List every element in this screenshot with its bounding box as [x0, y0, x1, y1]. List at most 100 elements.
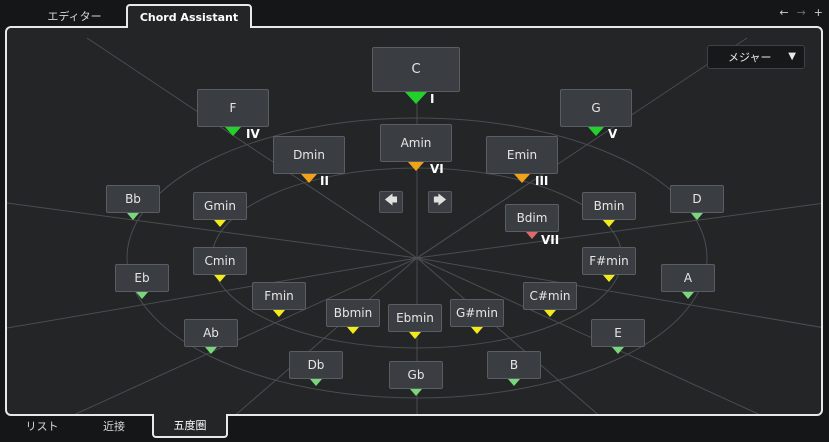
degree-IV: IV — [246, 127, 260, 141]
chord-marker-icon — [273, 310, 285, 317]
chord-label: Bdim — [516, 211, 548, 225]
chord-marker-icon — [136, 292, 148, 299]
chord-Amin[interactable]: Amin — [380, 124, 452, 162]
rotate-right-button[interactable]: 🡆 — [428, 191, 452, 213]
dim-marker-icon — [526, 232, 538, 239]
chord-Bdim[interactable]: Bdim — [505, 204, 559, 232]
chord-marker-icon — [214, 220, 226, 227]
degree-II: II — [320, 174, 329, 188]
degree-VII: VII — [541, 233, 560, 247]
chord-label: Eb — [134, 271, 150, 285]
chord-label: Gmin — [204, 199, 236, 213]
chord-marker-icon — [214, 275, 226, 282]
chord-Bb[interactable]: Bb — [106, 185, 160, 213]
chord-marker-icon — [409, 332, 421, 339]
chord-label: Ab — [203, 326, 219, 340]
back-arrow-icon[interactable]: ← — [779, 6, 789, 19]
chord-label: Gb — [407, 368, 425, 382]
degree-III: III — [535, 174, 549, 188]
chord-marker-icon — [603, 220, 615, 227]
chord-Emin[interactable]: Emin — [486, 136, 558, 174]
chord-label: C — [411, 62, 421, 77]
chord-D[interactable]: D — [670, 185, 724, 213]
mode-dropdown[interactable]: メジャー ▼ — [707, 45, 805, 69]
tab-editor[interactable]: エディター — [47, 10, 102, 23]
chord-label: Dmin — [293, 148, 325, 162]
minor-marker-icon — [514, 174, 530, 183]
chord-label: Db — [307, 358, 325, 372]
arrow-right-icon: 🡆 — [433, 193, 447, 208]
chord-Bbmin[interactable]: Bbmin — [326, 299, 380, 327]
nav-icons: ← → + — [779, 6, 823, 19]
chord-label: Amin — [400, 136, 432, 150]
chord-label: Emin — [506, 148, 538, 162]
tab-circle-of-fifths[interactable]: 五度圏 — [152, 414, 228, 438]
chord-Cmin[interactable]: Cmin — [193, 247, 247, 275]
add-icon[interactable]: + — [813, 6, 823, 19]
bottom-tab-bar: リスト 近接 五度圏 — [0, 414, 829, 442]
chord-Gsmin[interactable]: G#min — [450, 299, 504, 327]
chord-label: B — [509, 358, 519, 372]
chord-Dmin[interactable]: Dmin — [273, 136, 345, 174]
minor-marker-icon — [408, 162, 424, 171]
chord-Fmin[interactable]: Fmin — [252, 282, 306, 310]
chord-marker-icon — [544, 310, 556, 317]
chord-marker-icon — [612, 347, 624, 354]
chord-A[interactable]: A — [661, 264, 715, 292]
chevron-down-icon: ▼ — [788, 51, 796, 62]
chord-Bmin[interactable]: Bmin — [582, 192, 636, 220]
chord-marker-icon — [347, 327, 359, 334]
forward-arrow-icon[interactable]: → — [796, 6, 806, 19]
chord-F[interactable]: F — [197, 89, 269, 127]
chord-label: G — [591, 101, 601, 115]
chord-G[interactable]: G — [560, 89, 632, 127]
tab-chord-assistant[interactable]: Chord Assistant — [126, 4, 252, 28]
chord-label: Ebmin — [396, 311, 434, 325]
chord-marker-icon — [410, 389, 422, 396]
chord-label: Bmin — [593, 199, 625, 213]
chord-label: E — [614, 326, 622, 340]
degree-VI: VI — [430, 162, 444, 176]
chord-B[interactable]: B — [487, 351, 541, 379]
chord-label: C#min — [529, 289, 571, 303]
arrow-left-icon: 🡄 — [384, 193, 398, 208]
top-tab-bar: エディター Chord Assistant ← → + — [0, 0, 829, 28]
chord-label: F — [229, 101, 237, 115]
chord-label: A — [683, 271, 693, 285]
mode-value: メジャー — [728, 51, 772, 64]
rotate-left-button[interactable]: 🡄 — [379, 191, 403, 213]
degree-V: V — [608, 127, 618, 141]
tonic-marker-icon — [405, 92, 427, 104]
chord-marker-icon — [127, 213, 139, 220]
chord-label: Bbmin — [333, 306, 373, 320]
chord-Gb[interactable]: Gb — [389, 361, 443, 389]
chord-label: F#min — [589, 254, 629, 268]
chord-marker-icon — [310, 379, 322, 386]
minor-marker-icon — [301, 174, 317, 183]
chord-label: Bb — [125, 192, 141, 206]
chord-marker-icon — [603, 275, 615, 282]
chord-label: D — [692, 192, 702, 206]
chord-label: Cmin — [204, 254, 236, 268]
chord-Fsmin[interactable]: F#min — [582, 247, 636, 275]
chord-Ebmin[interactable]: Ebmin — [388, 304, 442, 332]
major-marker-icon — [225, 127, 241, 136]
tab-proximity[interactable]: 近接 — [103, 420, 125, 433]
chord-C[interactable]: C — [372, 47, 460, 92]
chord-Ab[interactable]: Ab — [184, 319, 238, 347]
chord-marker-icon — [508, 379, 520, 386]
chord-marker-icon — [471, 327, 483, 334]
chord-marker-icon — [205, 347, 217, 354]
circle-of-fifths-panel: メジャー ▼ C I F IV G V Dmin II Amin VI Emin… — [5, 26, 823, 416]
tab-list[interactable]: リスト — [25, 420, 59, 433]
chord-Eb[interactable]: Eb — [115, 264, 169, 292]
major-marker-icon — [588, 127, 604, 136]
degree-I: I — [430, 92, 435, 106]
chord-E[interactable]: E — [591, 319, 645, 347]
chord-Csmin[interactable]: C#min — [523, 282, 577, 310]
chord-marker-icon — [691, 213, 703, 220]
chord-marker-icon — [682, 292, 694, 299]
chord-Db[interactable]: Db — [289, 351, 343, 379]
chord-Gmin[interactable]: Gmin — [193, 192, 247, 220]
chord-label: G#min — [456, 306, 498, 320]
